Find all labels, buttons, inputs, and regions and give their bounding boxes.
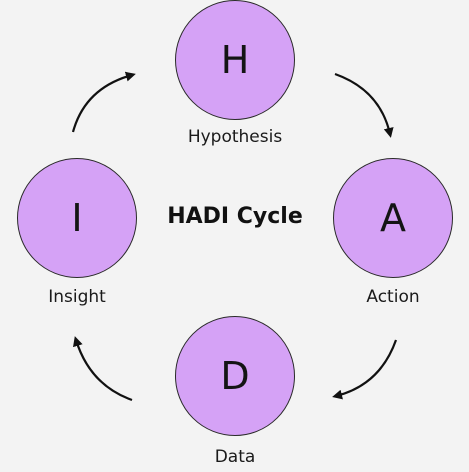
node-hypothesis: H	[175, 0, 295, 120]
node-letter-d: D	[220, 354, 250, 398]
label-insight: Insight	[48, 287, 106, 307]
arrow-icon-d-to-i	[73, 336, 133, 402]
node-insight: I	[17, 158, 137, 278]
arrow-icon-a-to-d	[332, 339, 398, 400]
node-letter-h: H	[220, 38, 250, 82]
arrow-icon-i-to-h	[71, 71, 136, 133]
label-hypothesis: Hypothesis	[187, 127, 283, 147]
label-action: Action	[366, 287, 420, 307]
node-letter-a: A	[380, 196, 406, 240]
label-data: Data	[214, 447, 256, 467]
diagram-title: HADI Cycle	[167, 204, 303, 229]
arrow-icon-h-to-a	[334, 72, 394, 138]
node-letter-i: I	[71, 196, 83, 240]
node-data: D	[175, 316, 295, 436]
node-action: A	[333, 158, 453, 278]
